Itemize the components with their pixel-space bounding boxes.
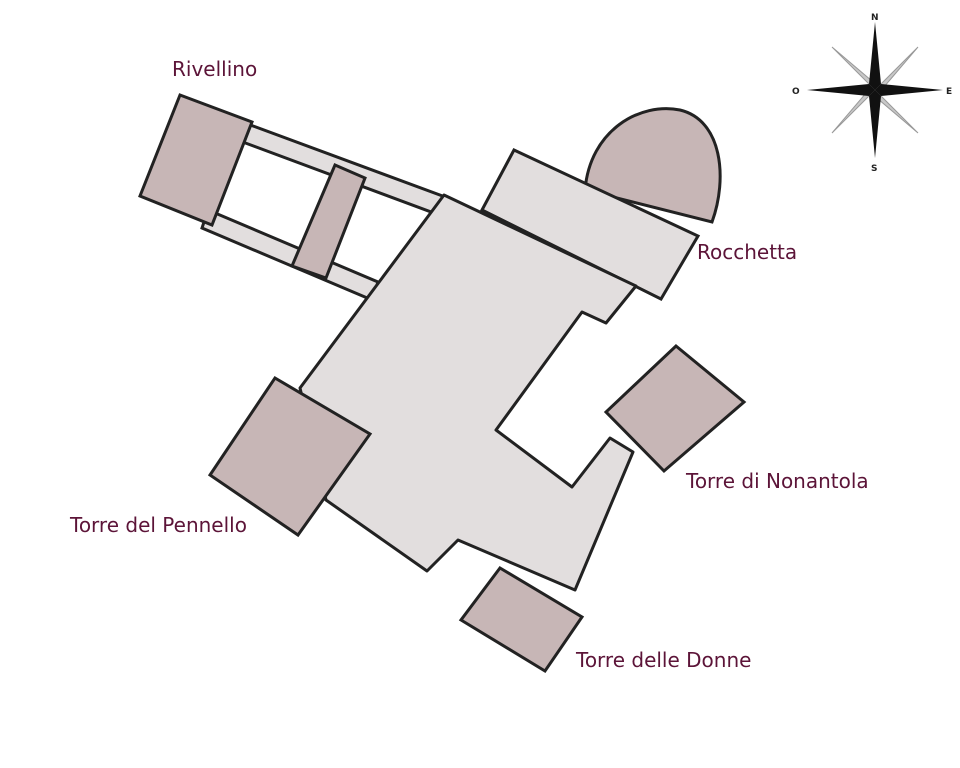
rocchetta-label: Rocchetta <box>697 240 798 264</box>
rivellino-bridge-rail-bottom <box>200 207 380 303</box>
compass-west-point <box>807 84 875 96</box>
torre-pennello-label: Torre del Pennello <box>70 513 247 537</box>
compass-south-point <box>869 90 881 158</box>
torre-nonantola-tower <box>603 344 747 474</box>
rocchetta-apse <box>583 107 722 224</box>
compass-rose: N S E O <box>792 13 952 174</box>
compass-east-point <box>875 84 943 96</box>
torre-pennello-tower <box>207 375 373 538</box>
rocchetta-block <box>479 148 701 301</box>
torre-donne-label: Torre delle Donne <box>576 648 752 672</box>
castle-main-body <box>298 193 638 592</box>
compass-east-label: E <box>946 87 952 97</box>
rivellino-label: Rivellino <box>172 57 258 81</box>
torre-donne-tower <box>458 566 585 674</box>
compass-west-label: O <box>792 87 800 97</box>
compass-north-point <box>869 22 881 90</box>
compass-south-label: S <box>871 164 877 174</box>
compass-north-label: N <box>871 13 879 23</box>
rivellino-tower <box>138 93 254 227</box>
torre-nonantola-label: Torre di Nonantola <box>686 469 869 493</box>
rivellino-middle-segment <box>289 163 367 280</box>
